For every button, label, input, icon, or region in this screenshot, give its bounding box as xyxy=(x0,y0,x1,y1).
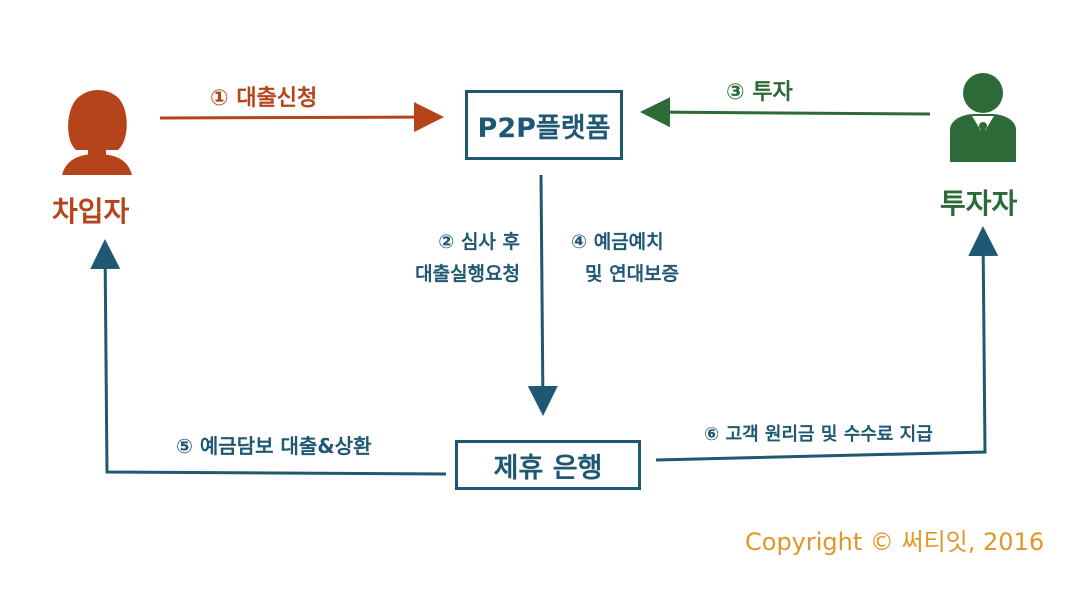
bank-label: 제휴 은행 xyxy=(493,452,603,484)
step2-label: ② 심사 후 대출실행요청 xyxy=(380,226,520,290)
step6-number: ⑥ xyxy=(704,424,720,445)
copyright-text: Copyright © 써티잇, 2016 xyxy=(745,528,1045,556)
step6-label: ⑥ 고객 원리금 및 수수료 지급 xyxy=(704,420,933,446)
borrower-label: 차입자 xyxy=(52,195,130,228)
step4-number: ④ xyxy=(571,231,588,253)
step5-text: 예금담보 대출&상환 xyxy=(199,434,372,458)
arrow-step2-4 xyxy=(527,174,558,416)
step2-number: ② xyxy=(438,231,455,253)
arrow-step3 xyxy=(640,97,931,128)
businessman-icon xyxy=(950,73,1016,162)
step4-label: ④ 예금예치 및 연대보증 xyxy=(571,226,679,290)
step4-line2: 및 연대보증 xyxy=(585,263,680,285)
step1-number: ① xyxy=(210,86,229,111)
arrow-step5 xyxy=(90,239,447,476)
step3-label: ③ 투자 xyxy=(726,74,793,106)
investor-label: 투자자 xyxy=(940,187,1018,220)
bank-box: 제휴 은행 xyxy=(455,440,641,490)
step6-text: 고객 원리금 및 수수료 지급 xyxy=(725,424,933,445)
step3-text: 투자 xyxy=(752,80,793,105)
step1-label: ① 대출신청 xyxy=(210,80,317,112)
arrow-step1 xyxy=(159,102,444,133)
step3-number: ③ xyxy=(726,80,745,105)
step1-text: 대출신청 xyxy=(236,86,318,111)
step2-line2: 대출실행요청 xyxy=(415,263,520,285)
step5-label: ⑤ 예금담보 대출&상환 xyxy=(176,430,372,459)
step4-line1: 예금예치 xyxy=(593,231,664,253)
platform-label: P2P플랫폼 xyxy=(477,112,611,144)
platform-box: P2P플랫폼 xyxy=(465,90,623,160)
step5-number: ⑤ xyxy=(176,434,193,458)
person-icon xyxy=(62,90,132,175)
arrow-step6 xyxy=(655,226,999,462)
step2-line1: 심사 후 xyxy=(460,231,520,253)
